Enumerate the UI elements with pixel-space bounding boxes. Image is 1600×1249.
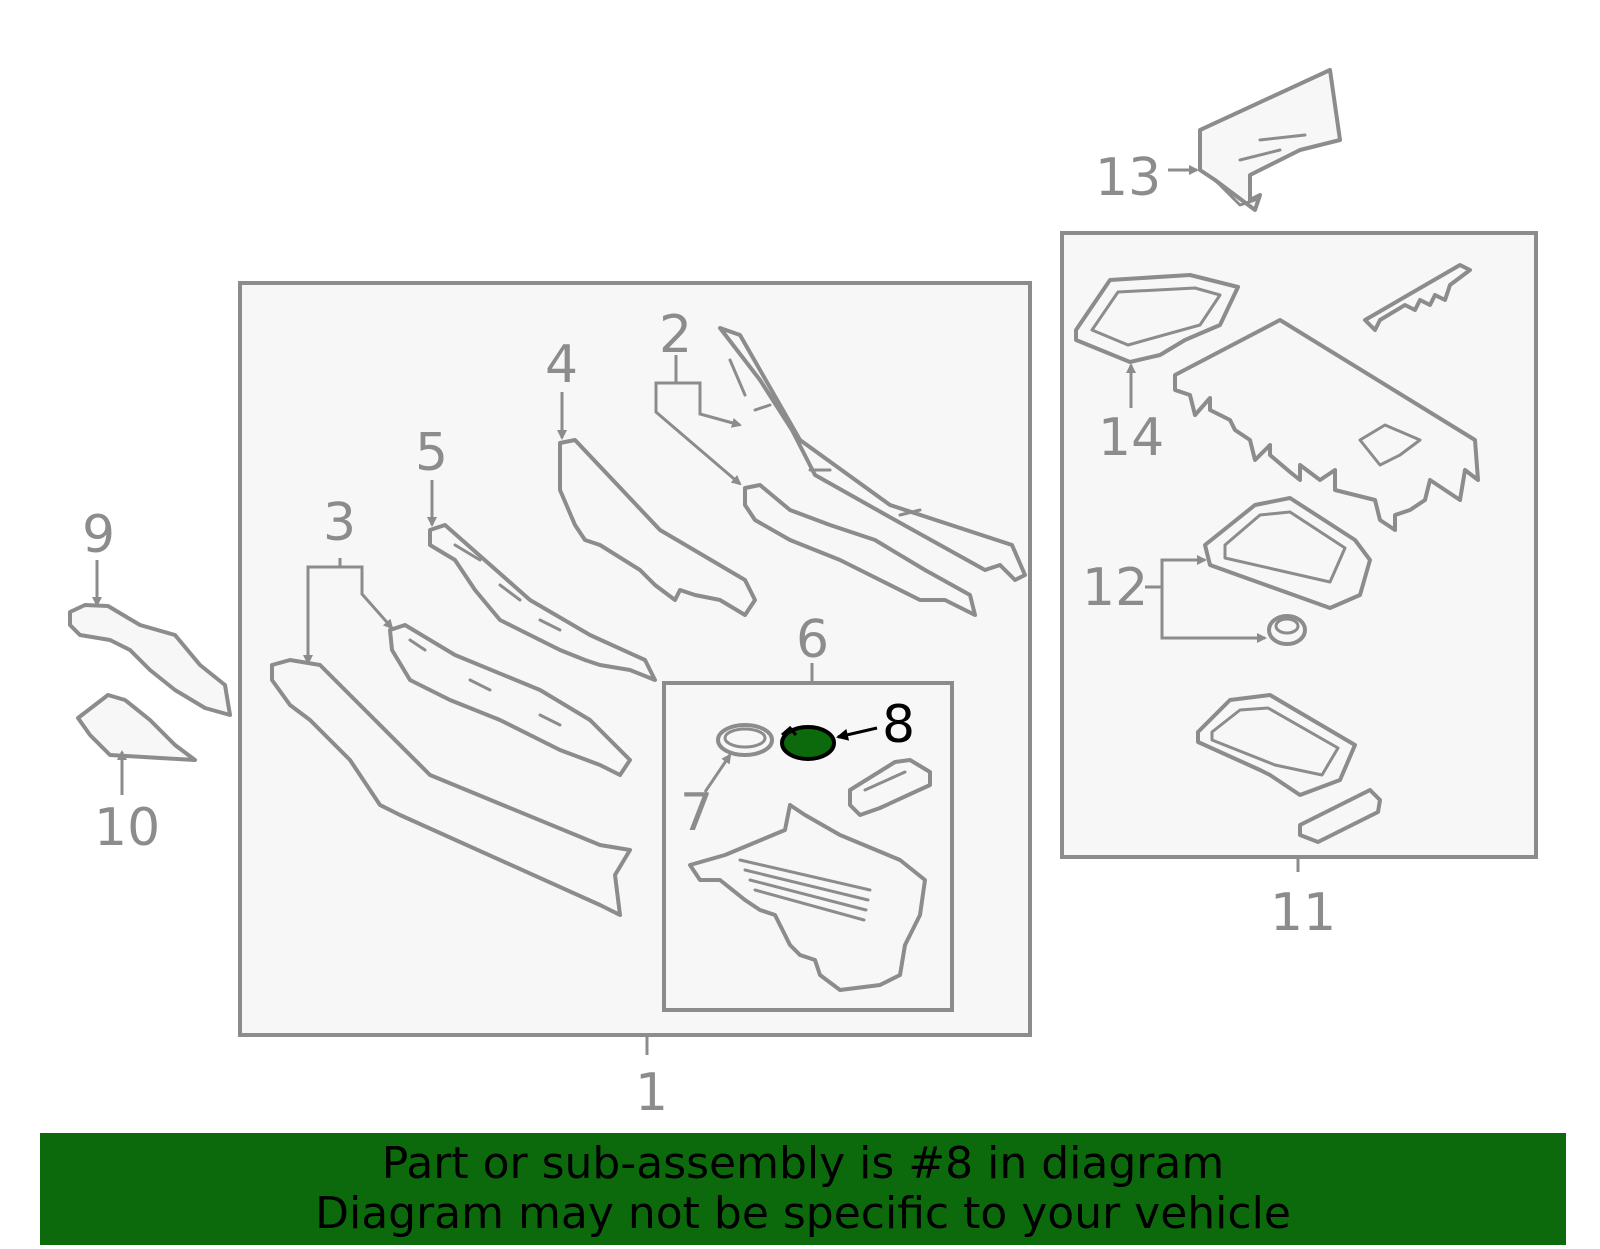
part-13[interactable] — [1198, 68, 1342, 212]
callout-12: 12 — [1082, 558, 1148, 618]
callout-8: 8 — [882, 695, 915, 755]
callout-7: 7 — [680, 783, 713, 843]
part-3[interactable] — [270, 623, 632, 917]
callout-5: 5 — [415, 423, 448, 483]
callout-11: 11 — [1270, 883, 1336, 943]
part-2[interactable] — [718, 326, 1027, 617]
callout-4: 4 — [545, 335, 578, 395]
part-10[interactable] — [76, 693, 197, 762]
callout-3: 3 — [323, 493, 356, 553]
part-7[interactable] — [716, 723, 774, 757]
callout-13: 13 — [1095, 148, 1161, 208]
part-8-highlighted[interactable] — [780, 725, 836, 761]
part-12[interactable] — [1203, 496, 1372, 646]
banner-line-1: Part or sub-assembly is #8 in diagram — [381, 1138, 1225, 1189]
banner-line-2: Diagram may not be specific to your vehi… — [315, 1188, 1291, 1239]
callout-6: 6 — [796, 610, 829, 670]
callout-14: 14 — [1098, 408, 1164, 468]
part-4[interactable] — [558, 438, 757, 617]
callout-1: 1 — [635, 1063, 668, 1123]
callout-10: 10 — [94, 798, 160, 858]
leader-lines — [92, 165, 1300, 1055]
part-11-console[interactable] — [1173, 263, 1480, 532]
info-banner: Part or sub-assembly is #8 in diagram Di… — [40, 1133, 1566, 1245]
part-11-insert[interactable] — [1196, 693, 1382, 844]
callout-2: 2 — [659, 305, 692, 365]
callout-9: 9 — [82, 505, 115, 565]
part-9[interactable] — [68, 603, 232, 717]
part-6-bin[interactable] — [688, 803, 927, 992]
part-14[interactable] — [1074, 273, 1240, 364]
part-6-clip[interactable] — [848, 758, 932, 817]
part-5[interactable] — [428, 523, 657, 682]
